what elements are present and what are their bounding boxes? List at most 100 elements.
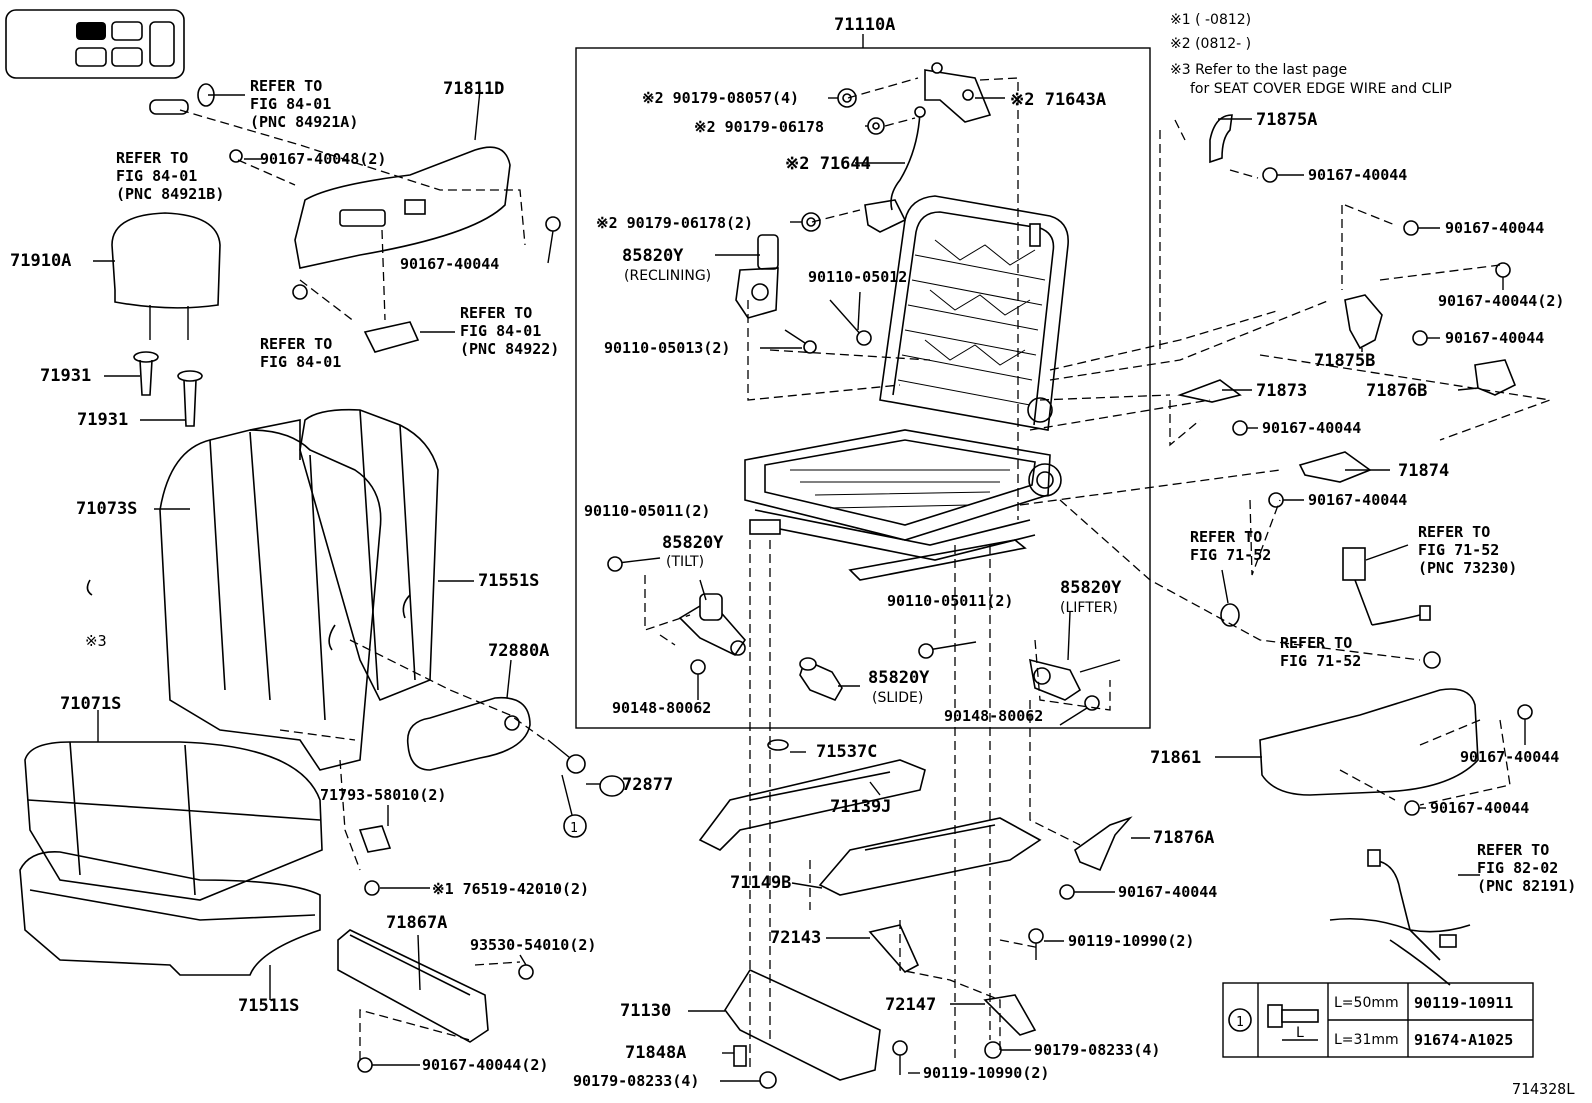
- label-90167-40044-876: 90167-40044: [1118, 883, 1217, 901]
- label-71551S: 71551S: [478, 571, 539, 591]
- nut-7152b: [1423, 651, 1441, 669]
- svg-text:REFER TO: REFER TO: [1190, 528, 1262, 546]
- svg-text:FIG 84-01: FIG 84-01: [260, 353, 341, 371]
- rail-71139J: [698, 759, 926, 851]
- label-76519: ※1 76519-42010(2): [432, 880, 589, 898]
- bolt-row-2-part: 91674-A1025: [1414, 1031, 1513, 1049]
- bolt-90110-05011-right: [918, 641, 977, 659]
- cover-71537C: [767, 739, 789, 751]
- note-1: ※1 ( -0812): [1170, 12, 1251, 28]
- label-90119-10990-a: 90119-10990(2): [923, 1064, 1049, 1082]
- label-tilt: (TILT): [666, 554, 704, 570]
- cover-71876B: [1474, 359, 1517, 396]
- screw-71875A: [1262, 167, 1278, 183]
- cushion-cover-71071S: [24, 741, 323, 901]
- bracket-72147: [983, 994, 1037, 1036]
- seatback-pad-71551S: [299, 408, 439, 702]
- label-90167-40044-r4: 90167-40044: [1445, 329, 1544, 347]
- bolt-90119-10990-a: [892, 1040, 908, 1075]
- label-90179-08233-a: 90179-08233(4): [573, 1072, 699, 1090]
- leader-lines: [93, 89, 1526, 1082]
- label-90119-10990-b: 90119-10990(2): [1068, 932, 1194, 950]
- cable-71644: [864, 106, 926, 233]
- bracket-71874: [1298, 451, 1372, 483]
- label-85820Y-lifter: 85820Y: [1060, 578, 1122, 598]
- nut-90179-06178: [867, 117, 885, 135]
- svg-text:FIG 71-52: FIG 71-52: [1190, 546, 1271, 564]
- label-71910A: 71910A: [10, 251, 71, 271]
- cover-71875A: [1209, 114, 1233, 164]
- label-72880A: 72880A: [488, 641, 549, 661]
- nut-90179-08233-b: [984, 1041, 1002, 1059]
- label-90110-05013: 90110-05013(2): [604, 339, 730, 357]
- svg-text:(PNC 84921A): (PNC 84921A): [250, 113, 358, 131]
- label-ref3: ※3: [85, 632, 107, 650]
- label-90167-40044-r3: 90167-40044(2): [1438, 292, 1564, 310]
- screw-90167-40044-867: [357, 1057, 373, 1073]
- header-notes: ※1 ( -0812) ※2 (0812- ) ※3 Refer to the …: [1170, 12, 1452, 97]
- seatback-cover-71073S: [159, 419, 382, 771]
- svg-text:(PNC 82191): (PNC 82191): [1477, 877, 1576, 895]
- svg-text:(PNC 73230): (PNC 73230): [1418, 559, 1517, 577]
- shield-71811D: [294, 146, 511, 269]
- label-71876A: 71876A: [1153, 828, 1214, 848]
- nut-90179-08057: [837, 88, 857, 108]
- bolt-table: 1 L L=50mm 90119-10911 L=31mm 91674-A102…: [1222, 982, 1534, 1058]
- svg-text:FIG 84-01: FIG 84-01: [116, 167, 197, 185]
- screw-71861-b: [1404, 800, 1420, 816]
- label-reclining: (RECLINING): [624, 268, 711, 284]
- label-85820Y-slide: 85820Y: [868, 668, 930, 688]
- screw-r4: [1412, 330, 1428, 346]
- bolt-icon: L: [1267, 1004, 1319, 1041]
- label-85820Y-tilt: 85820Y: [662, 533, 724, 553]
- label-90167-40044-874: 90167-40044: [1308, 491, 1407, 509]
- label-71139J: 71139J: [830, 797, 891, 817]
- label-71874: 71874: [1398, 461, 1449, 481]
- label-90110-05012: 90110-05012: [808, 268, 907, 286]
- switch-84922: [363, 321, 420, 353]
- pin-71848A: [733, 1045, 747, 1067]
- screw-90148-80062-left: [690, 659, 706, 690]
- svg-text:REFER TO: REFER TO: [116, 149, 188, 167]
- label-71643A: ※2 71643A: [1010, 90, 1106, 110]
- label-90148-80062-right: 90148-80062: [944, 707, 1043, 725]
- svg-text:FIG 84-01: FIG 84-01: [250, 95, 331, 113]
- bracket-71643A: [924, 62, 992, 123]
- screw-90148-80062-right: [1084, 695, 1100, 711]
- label-90167-40048: 90167-40048(2): [260, 150, 386, 168]
- switch-knob: [149, 83, 215, 115]
- note-3-continued: for SEAT COVER EDGE WIRE and CLIP: [1190, 81, 1452, 97]
- cover-71875B: [1344, 294, 1383, 350]
- label-71130: 71130: [620, 1001, 671, 1021]
- clip-71793: [358, 825, 392, 853]
- guide-71931-b: [177, 370, 203, 427]
- motor-85820Y-tilt: [678, 593, 747, 657]
- svg-text:(PNC 84921B): (PNC 84921B): [116, 185, 224, 203]
- svg-text:FIG 82-02: FIG 82-02: [1477, 859, 1558, 877]
- label-71071S: 71071S: [60, 694, 121, 714]
- bolt-90110-05012: [829, 299, 872, 346]
- label-71873: 71873: [1256, 381, 1307, 401]
- label-71811D: 71811D: [443, 79, 504, 99]
- label-71876B: 71876B: [1366, 381, 1427, 401]
- label-93530: 93530-54010(2): [470, 936, 596, 954]
- label-90179-08233-b: 90179-08233(4): [1034, 1041, 1160, 1059]
- svg-text:REFER TO: REFER TO: [460, 304, 532, 322]
- cushion-pad-71511S: [19, 851, 321, 976]
- bolt-table-callout: 1: [1236, 1015, 1244, 1030]
- screw-90167-40044-811: [545, 216, 561, 232]
- cap-72877: [599, 775, 625, 797]
- frame-title-71110A: 71110A: [834, 15, 895, 35]
- rail-71130: [724, 968, 881, 1081]
- motor-85820Y-reclining: [735, 234, 779, 319]
- bolt-row-1-length: L=50mm: [1334, 995, 1399, 1011]
- armrest-72880A: [406, 696, 531, 771]
- screw-71876A: [1059, 884, 1075, 900]
- buckle-73230: [1342, 547, 1431, 626]
- label-85820Y-reclining: 85820Y: [622, 246, 684, 266]
- bolt-row-2-length: L=31mm: [1334, 1032, 1399, 1048]
- label-90148-80062-left: 90148-80062: [612, 699, 711, 717]
- label-90179-06178: ※2 90179-06178: [694, 118, 824, 136]
- refer-labels: REFER TO FIG 84-01 (PNC 84921A) REFER TO…: [116, 77, 1576, 895]
- svg-text:FIG 84-01: FIG 84-01: [460, 322, 541, 340]
